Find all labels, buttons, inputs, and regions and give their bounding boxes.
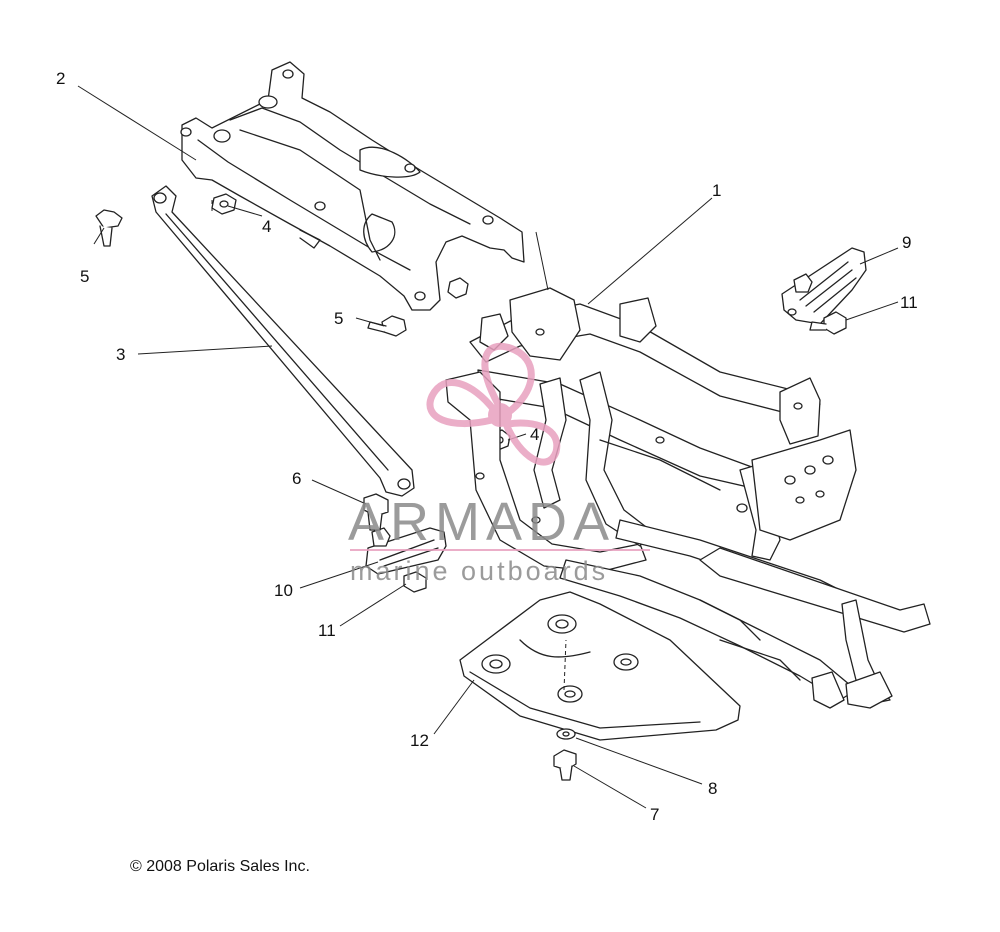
callout-4-upper: 4 bbox=[262, 217, 271, 236]
bolt-11-left bbox=[403, 571, 427, 593]
alignment-lines bbox=[211, 200, 567, 691]
callout-3: 3 bbox=[116, 345, 125, 364]
callout-12: 12 bbox=[410, 731, 429, 750]
callout-1: 1 bbox=[712, 181, 721, 200]
callout-11-right: 11 bbox=[900, 293, 918, 312]
callout-9: 9 bbox=[902, 233, 911, 252]
right-footrest-bracket bbox=[781, 247, 867, 325]
bolt-7 bbox=[553, 749, 577, 781]
support-rod-part bbox=[151, 185, 415, 497]
main-frame-part bbox=[445, 287, 931, 709]
nut-4-upper bbox=[211, 193, 237, 215]
callout-5-middle: 5 bbox=[334, 309, 343, 328]
bolt-5-middle bbox=[367, 315, 407, 337]
callout-6: 6 bbox=[292, 469, 301, 488]
callout-4-lower: 4 bbox=[530, 425, 539, 444]
washer-8 bbox=[556, 728, 576, 740]
callout-10: 10 bbox=[274, 581, 293, 600]
bolt-11-right bbox=[809, 311, 847, 335]
armada-watermark: ARMADA marine outboards bbox=[348, 342, 650, 586]
copyright-notice: © 2008 Polaris Sales Inc. bbox=[130, 858, 310, 875]
propeller-logo-icon bbox=[426, 342, 561, 466]
watermark-title: ARMADA bbox=[348, 492, 615, 552]
watermark-subtitle: marine outboards bbox=[350, 556, 608, 586]
callout-labels: 2 1 9 11 5 4 5 3 4 6 10 11 12 8 7 bbox=[56, 69, 918, 824]
callout-2: 2 bbox=[56, 69, 65, 88]
callout-7: 7 bbox=[650, 805, 659, 824]
skid-plate-part bbox=[459, 591, 741, 741]
rear-subframe-part bbox=[180, 61, 525, 311]
callout-5-left: 5 bbox=[80, 267, 89, 286]
callout-8: 8 bbox=[708, 779, 717, 798]
leader-lines bbox=[77, 85, 899, 809]
bolt-6 bbox=[363, 493, 389, 531]
nut-loose bbox=[447, 277, 469, 299]
callout-11-left: 11 bbox=[318, 621, 336, 640]
bolt-5-left bbox=[95, 209, 123, 247]
